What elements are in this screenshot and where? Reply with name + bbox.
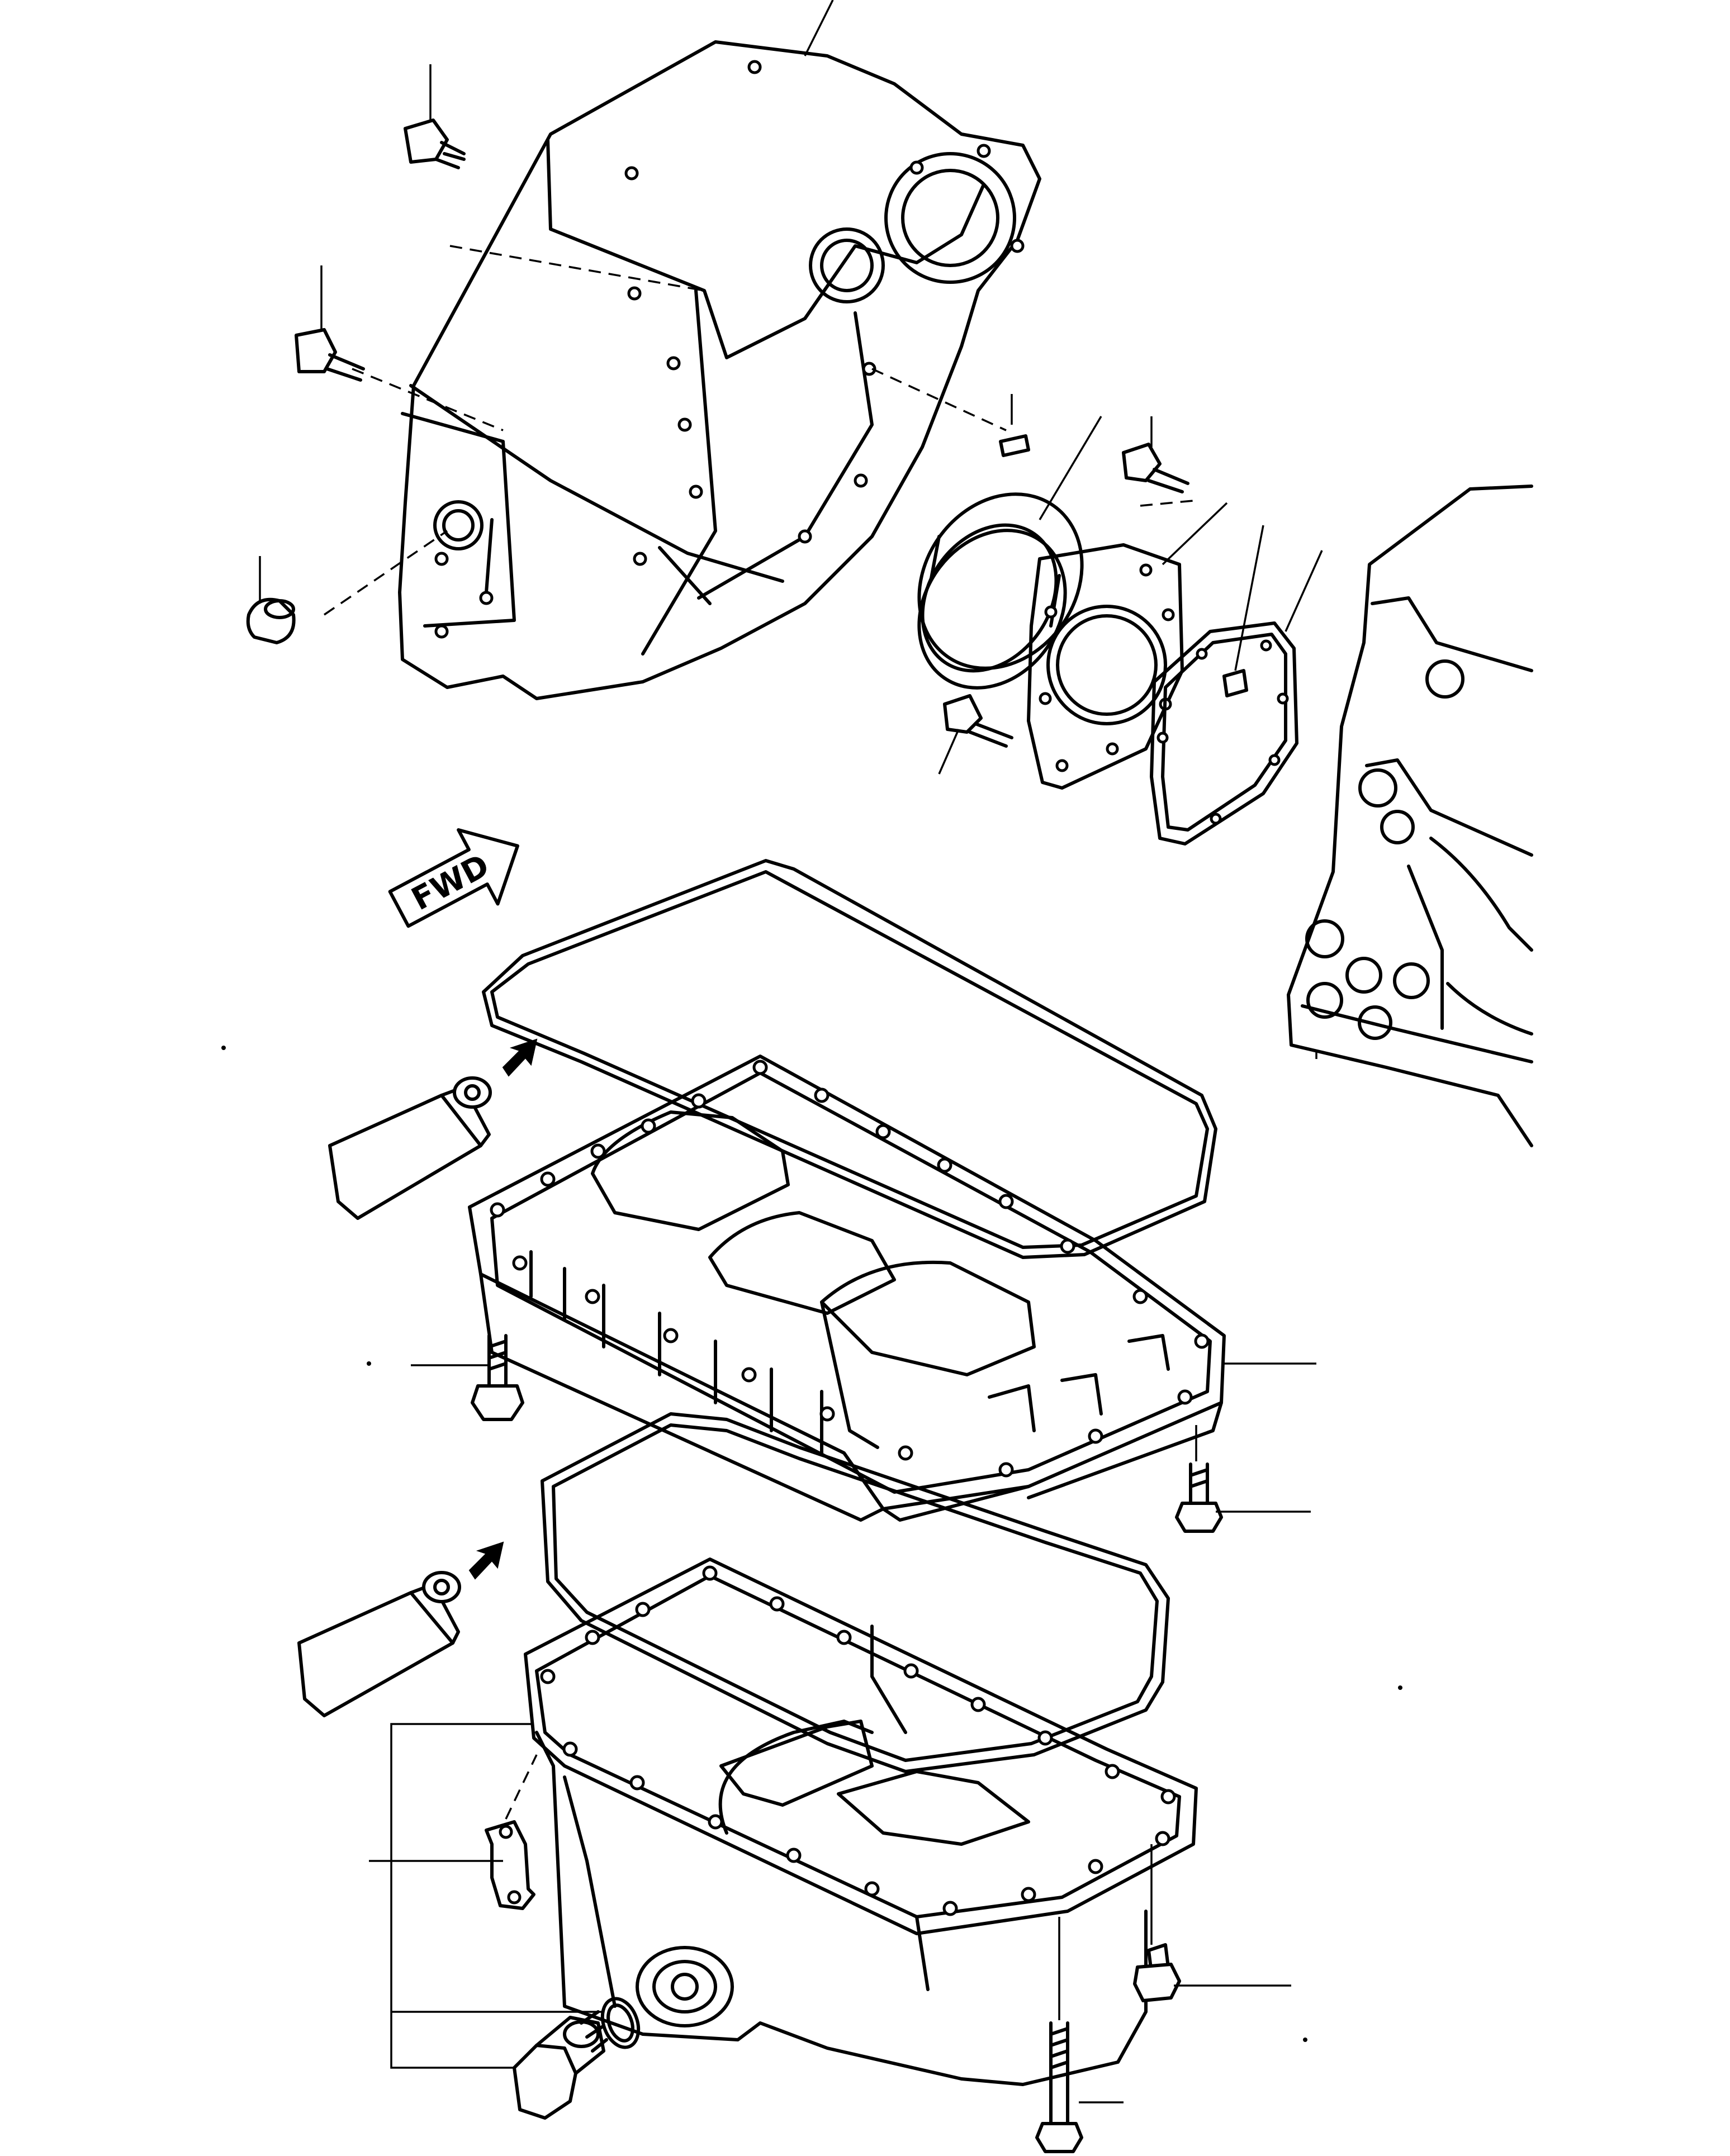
upper-pan-bolt-right <box>1175 1462 1223 1533</box>
drain-plug-housing <box>246 597 296 644</box>
dowel-pin <box>999 434 1030 457</box>
lower-oil-pan <box>524 1557 1198 2086</box>
lower-pan-group-bracket <box>369 1723 604 2069</box>
lower-pan-bolt-right <box>1133 1943 1181 2002</box>
sealant-tube-icon <box>328 1038 538 1220</box>
flywheel-housing <box>324 40 1041 700</box>
housing-bolt-upper <box>404 118 466 169</box>
drain-plug <box>513 2010 608 2120</box>
retainer-bolt-upper <box>1122 443 1189 493</box>
upper-pan-bolt-left <box>471 1334 524 1421</box>
seal-retainer-gasket <box>1150 621 1298 846</box>
retainer-bolt-lower <box>943 694 1013 748</box>
oil-pan-bracket <box>485 1820 535 1910</box>
drain-plug-o-ring <box>600 1997 641 2049</box>
upper-oil-pan-gasket <box>482 859 1217 1259</box>
housing-bolt-middle <box>295 328 365 382</box>
sealant-tube-icon <box>297 1541 504 1717</box>
rear-oil-seal <box>917 492 1084 690</box>
seal-retainer <box>1027 543 1184 790</box>
lower-oil-pan-gasket <box>541 1412 1170 1773</box>
fwd-arrow-icon: FWD <box>388 828 519 928</box>
engine-block <box>1287 485 1533 1147</box>
lower-pan-bolt-bottom <box>1035 2021 1083 2153</box>
upper-oil-pan <box>468 1055 1226 1522</box>
